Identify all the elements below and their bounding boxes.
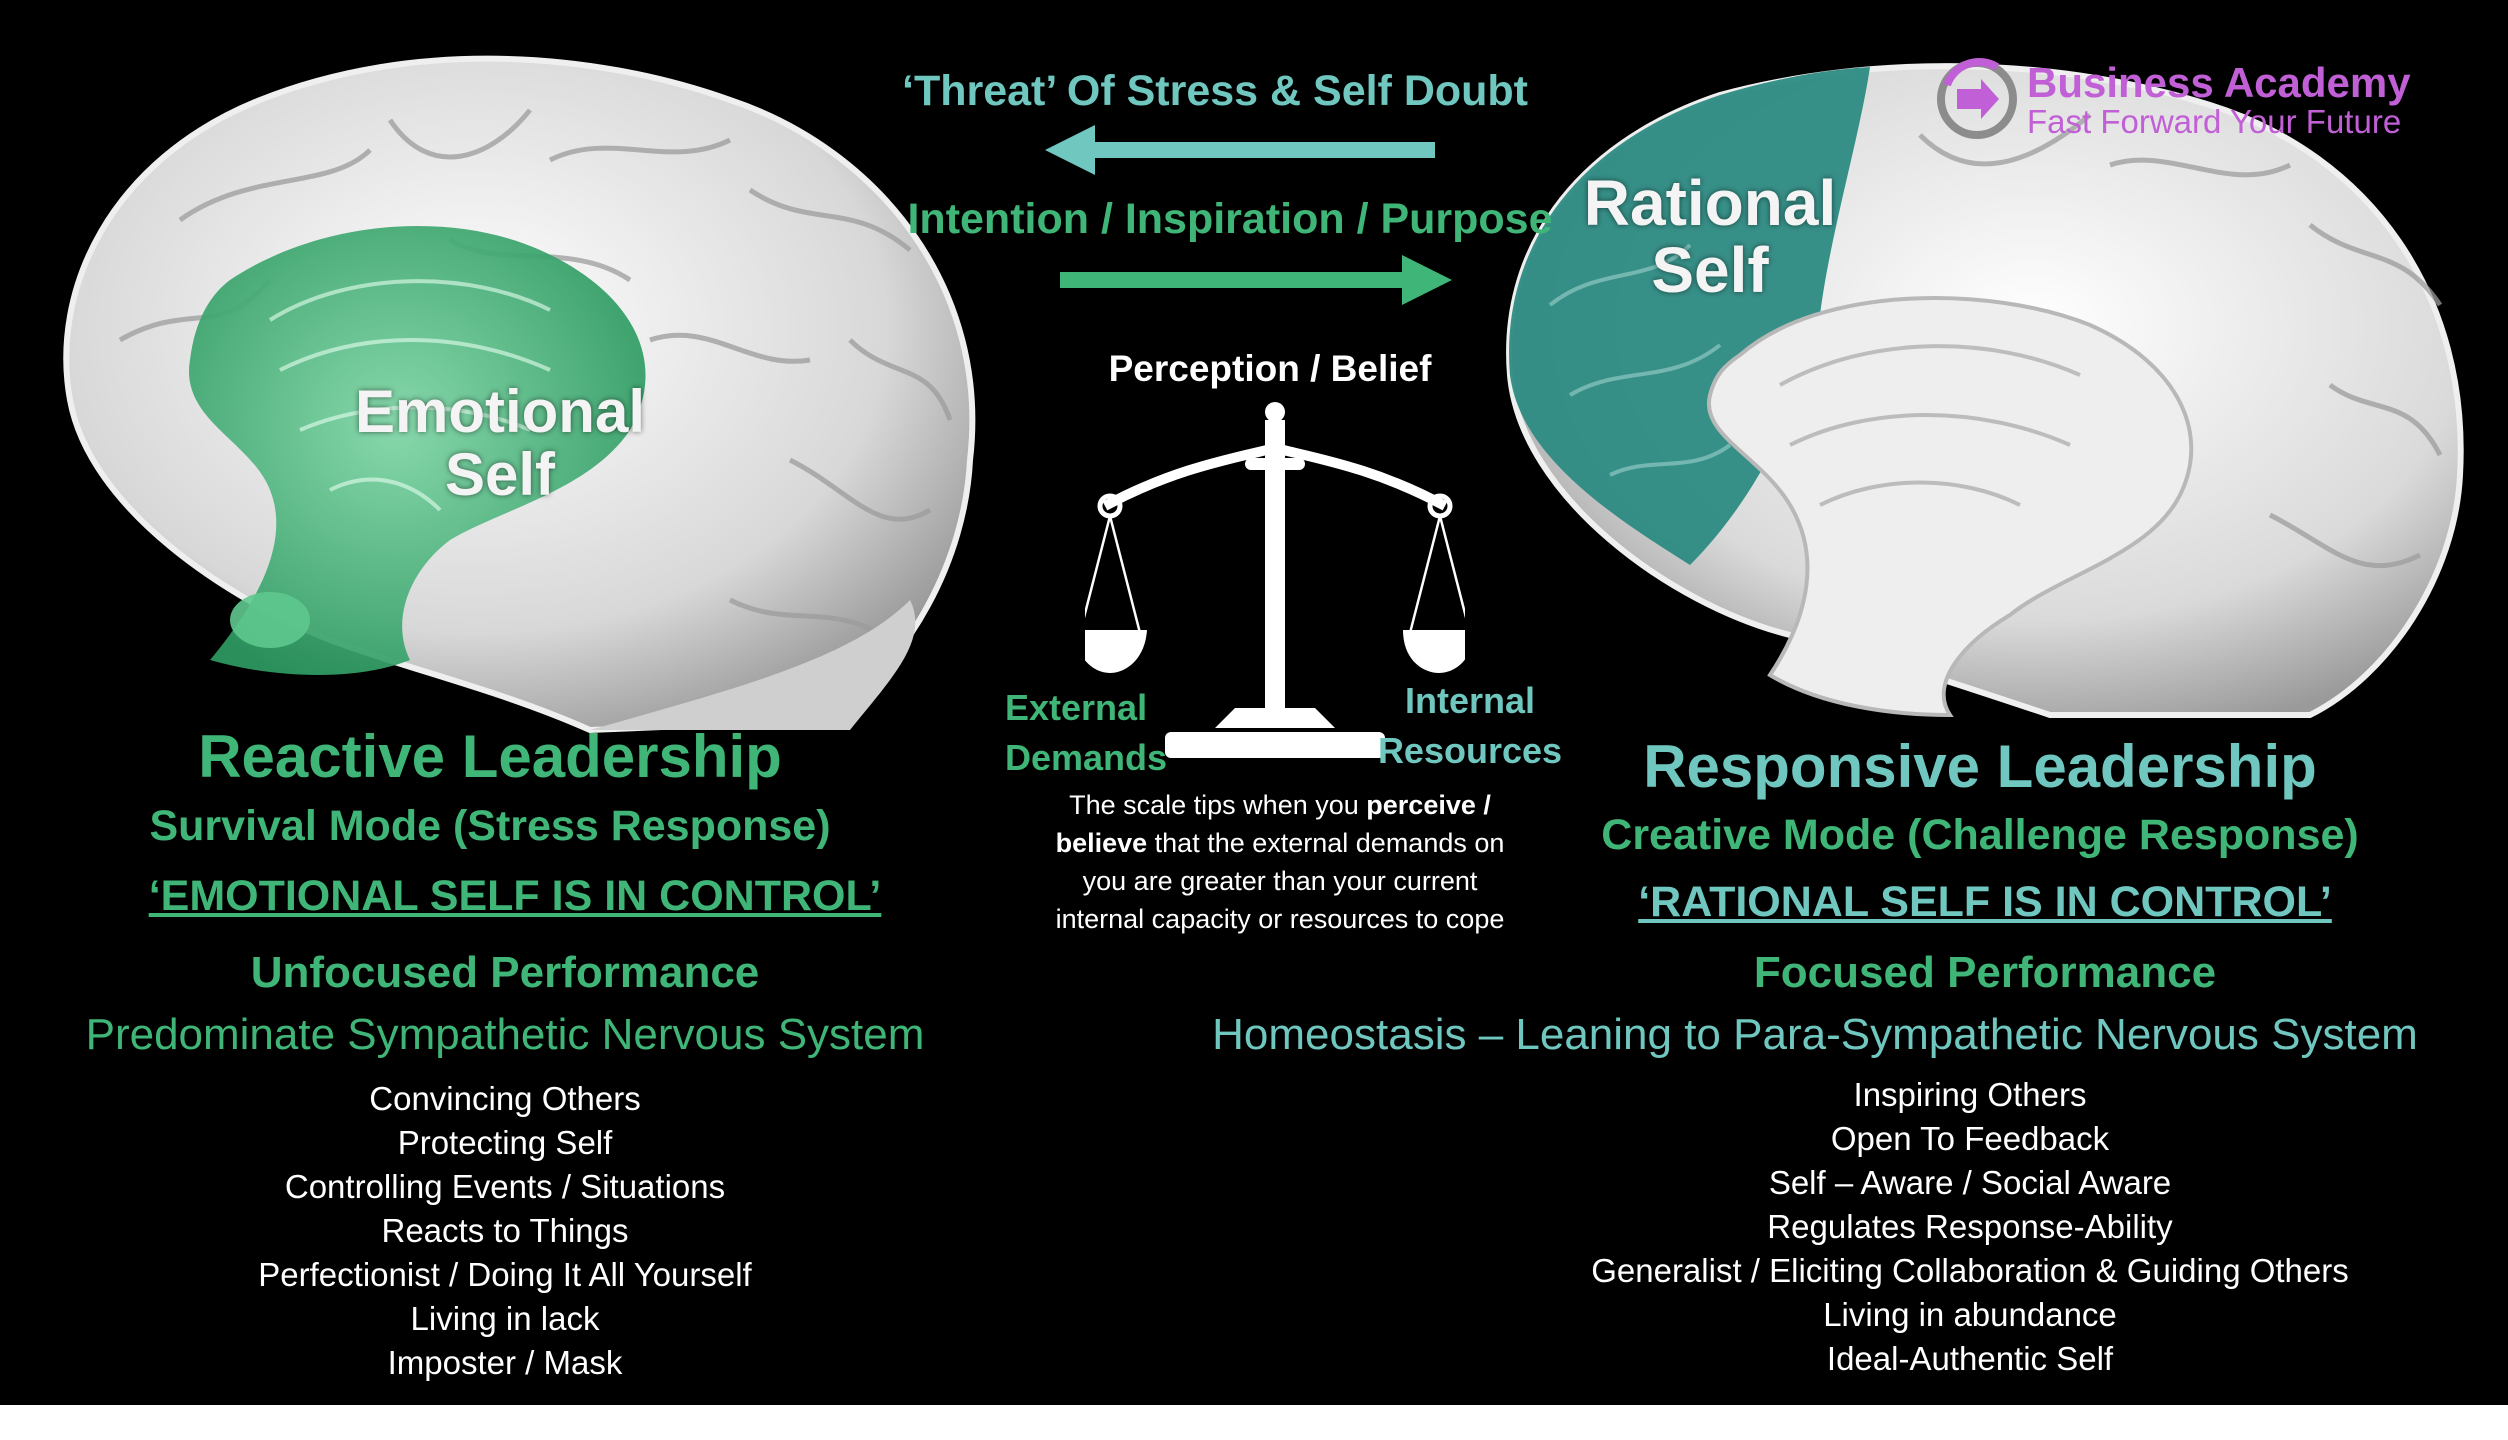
sympathetic-nervous-label: Predominate Sympathetic Nervous System — [85, 1010, 925, 1059]
list-item: Ideal-Authentic Self — [1826, 1340, 2114, 1377]
survival-mode-subheading: Survival Mode (Stress Response) — [149, 802, 831, 850]
unfocused-performance-label: Unfocused Performance — [250, 948, 760, 997]
rational-self-line-2: Self — [1651, 234, 1769, 307]
threat-arrow-left-icon — [1045, 125, 1435, 175]
list-item: Imposter / Mask — [387, 1344, 623, 1381]
intention-arrow-right-icon — [1060, 255, 1452, 305]
external-demands-label: External Demands — [1005, 683, 1167, 783]
scale-desc-line-3: you are greater than your current — [1082, 866, 1478, 896]
logo-title: Business Academy — [2027, 59, 2411, 106]
list-item: Self – Aware / Social Aware — [1768, 1164, 2172, 1201]
external-demands-line-1: External — [1005, 687, 1148, 728]
focused-performance-label: Focused Performance — [1753, 948, 2217, 997]
list-item: Reacts to Things — [381, 1212, 629, 1249]
arrow-right-circle-icon — [1937, 57, 2017, 139]
list-item: Generalist / Eliciting Collaboration & G… — [1591, 1252, 2349, 1289]
scale-description: The scale tips when you perceive / belie… — [1020, 786, 1540, 938]
list-item: Protecting Self — [397, 1124, 613, 1161]
emotional-control-statement: ‘EMOTIONAL SELF IS IN CONTROL’ — [148, 872, 882, 920]
intention-arrow-label: Intention / Inspiration / Purpose — [907, 195, 1553, 243]
threat-arrow-label: ‘Threat’ Of Stress & Self Doubt — [902, 67, 1528, 115]
creative-mode-subheading: Creative Mode (Challenge Response) — [1601, 811, 2359, 859]
rational-self-label: Rational Self — [1540, 167, 1880, 307]
homeostasis-nervous-label: Homeostasis – Leaning to Para-Sympatheti… — [1212, 1010, 2418, 1059]
responsive-traits-list: Inspiring Others Open To Feedback Self –… — [1470, 1073, 2470, 1381]
rational-self-line-1: Rational — [1583, 167, 1837, 239]
logo-subtitle: Fast Forward Your Future — [2027, 103, 2402, 140]
external-demands-line-2: Demands — [1005, 737, 1168, 778]
internal-resources-line-2: Resources — [1377, 730, 1563, 771]
left-brain-illustration — [63, 55, 976, 734]
scale-desc-line-2: believe that the external demands on — [1055, 828, 1505, 858]
list-item: Controlling Events / Situations — [284, 1168, 726, 1205]
right-brain-illustration — [1506, 63, 2464, 718]
emotional-self-line-1: Emotional — [354, 378, 645, 445]
scale-desc-line-4: internal capacity or resources to cope — [1055, 904, 1505, 934]
list-item: Inspiring Others — [1853, 1076, 2087, 1113]
reactive-leadership-heading: Reactive Leadership — [198, 723, 782, 790]
list-item: Living in abundance — [1823, 1296, 2117, 1333]
list-item: Perfectionist / Doing It All Yourself — [258, 1256, 752, 1293]
rational-control-statement: ‘RATIONAL SELF IS IN CONTROL’ — [1638, 878, 2332, 926]
list-item: Living in lack — [410, 1300, 600, 1337]
list-item: Open To Feedback — [1830, 1120, 2110, 1157]
scale-title: Perception / Belief — [1108, 348, 1432, 389]
emotional-self-label: Emotional Self — [300, 380, 700, 506]
responsive-leadership-heading: Responsive Leadership — [1643, 733, 2317, 800]
internal-resources-label: Internal Resources — [1370, 676, 1570, 776]
reactive-traits-list: Convincing Others Protecting Self Contro… — [105, 1077, 905, 1385]
list-item: Regulates Response-Ability — [1767, 1208, 2173, 1245]
balance-scale-icon — [1085, 402, 1465, 758]
scale-desc-line-1: The scale tips when you perceive / — [1069, 790, 1491, 820]
emotional-self-line-2: Self — [444, 441, 556, 508]
diagram-canvas: Emotional Self — [0, 0, 2508, 1405]
business-academy-logo: Business Academy Fast Forward Your Futur… — [1935, 55, 2475, 145]
internal-resources-line-1: Internal — [1404, 680, 1536, 721]
list-item: Convincing Others — [369, 1080, 641, 1117]
